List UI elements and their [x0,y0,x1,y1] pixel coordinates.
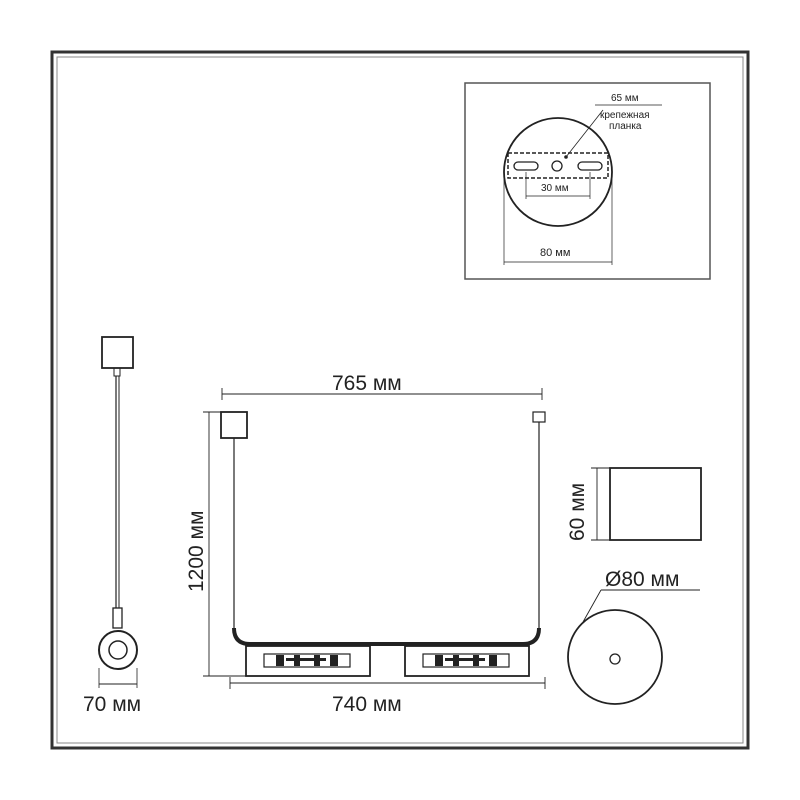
plate-length-label: 65 мм [611,93,639,104]
light-module-right [404,645,530,677]
canopy-bottom-circle [567,609,663,705]
side-canopy [101,336,134,369]
plate-caption-line1: крепежная [600,110,650,121]
detail-box [464,82,711,280]
light-module-left-connectors [276,655,338,666]
front-view: 765 мм 1200 [185,372,546,716]
slot-right [577,161,603,171]
light-module-left [245,645,371,677]
side-view: 70 мм [83,336,141,716]
canopy-diameter-label: Ø80 мм [605,568,679,591]
canopy-bottom-view: Ø80 мм [567,568,700,705]
plate-caption-line2: планка [609,121,642,132]
body-width-label: 740 мм [332,693,402,716]
overall-height-label: 1200 мм [185,511,208,592]
canopy-height-label: 60 мм [566,483,589,541]
side-canopy-connector [113,367,121,377]
canopy-side-view: 60 мм [566,467,702,541]
inner-frame [56,56,744,744]
plate-leader [565,109,604,158]
front-rail-inner [237,627,536,641]
side-width-label: 70 мм [83,693,141,716]
outer-frame [50,50,750,750]
canopy-width-label: 80 мм [540,247,570,259]
hole-spacing-label: 30 мм [541,183,569,194]
front-hook-right [532,411,546,423]
light-module-right-inner [422,653,510,668]
overall-width-label: 765 мм [332,372,402,395]
slot-left [513,161,539,171]
canopy-body [609,467,702,541]
canopy-bottom-hole [609,653,621,665]
canopy-diameter-leader [582,589,602,623]
side-lamp-ring-outer [98,630,138,670]
light-module-left-inner [263,653,351,668]
center-hole [551,160,563,172]
side-clamp [112,607,123,629]
mounting-plate [507,152,609,179]
canopy-detail-panel: 65 мм крепежная планка 30 мм 80 мм [464,82,711,280]
front-canopy [220,411,248,439]
side-lamp-ring-inner [108,640,128,660]
front-rail [232,627,541,646]
light-module-right-connectors [435,655,497,666]
plate-leader-dot [564,155,568,159]
